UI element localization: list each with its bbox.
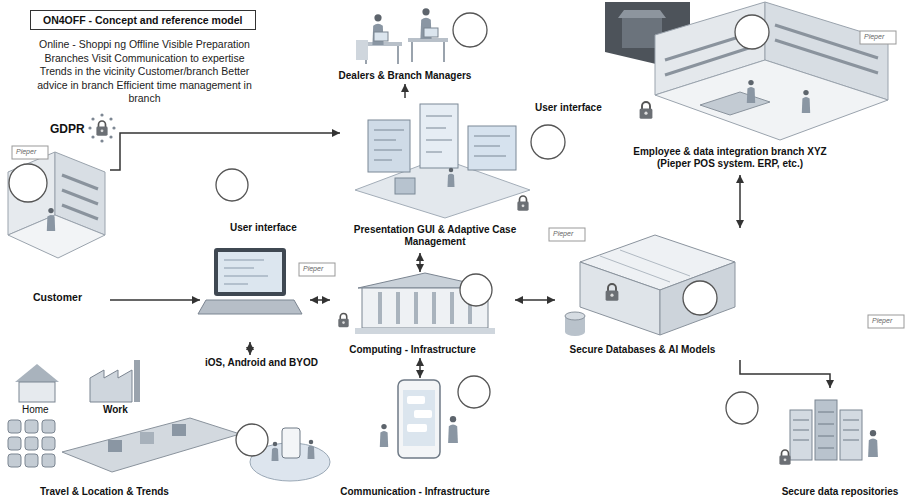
computing-figure — [338, 273, 495, 334]
component-label: iOS, Android and BYOD — [205, 357, 340, 369]
callout-circle — [9, 13, 769, 456]
home-work-icons — [15, 360, 140, 402]
connector-arrow — [515, 299, 555, 301]
connector-arrow — [110, 299, 200, 301]
component-node: Secure data repositories — [770, 388, 905, 500]
component-node: Secure Databases & AI Models — [555, 228, 760, 360]
laptop-figure — [198, 248, 335, 314]
component-node: User interfacePresentation GUI & Adaptiv… — [340, 98, 615, 253]
component-label: Dealers & Branch Managers — [330, 70, 480, 82]
connector-arrow — [310, 299, 330, 301]
connector-arrow — [404, 84, 406, 98]
database-figure — [565, 235, 735, 336]
card-text: Pieper — [303, 265, 323, 273]
component-node: Communication - Infrastructure — [320, 378, 510, 500]
presentation-figure — [355, 104, 585, 241]
connector-arrow — [249, 342, 251, 355]
component-label: Secure data repositories — [778, 486, 902, 498]
component-node: Travel & Location & Trends — [5, 405, 330, 500]
component-label: Presentation GUI & Adaptive Case Managem… — [350, 224, 520, 248]
component-label: Computing - Infrastructure — [330, 344, 495, 356]
icon-label: Work — [103, 404, 128, 416]
component-node: Employee & data integration branch XYZ (… — [600, 0, 895, 175]
component-label: Employee & data integration branch XYZ (… — [615, 146, 845, 170]
icon-label: Home — [22, 404, 49, 416]
card-text: Pieper — [553, 230, 573, 238]
card-text: Pieper — [16, 148, 36, 156]
component-node: Customer — [5, 145, 110, 307]
repository-figure — [779, 315, 904, 465]
component-node: User interface — [200, 222, 310, 342]
diagram-title: ON4OFF - Concept and reference model — [30, 10, 256, 30]
dealers-figure — [356, 8, 448, 64]
connector-arrow — [419, 358, 421, 378]
component-label: Communication - Infrastructure — [320, 486, 510, 498]
component-node: Dealers & Branch Managers — [330, 2, 480, 84]
icon-label: GDPR — [50, 122, 85, 136]
card-text: Pieper — [872, 317, 892, 325]
component-label: User interface — [535, 102, 615, 114]
note-text: Online - Shoppi ng Offline Visible Prepa… — [32, 38, 257, 106]
component-label: Travel & Location & Trends — [40, 486, 180, 498]
connector-arrow — [110, 133, 340, 170]
card-text: Pieper — [864, 33, 884, 41]
connector-arrow — [739, 175, 741, 228]
connector-arrow — [740, 360, 830, 388]
travel-figure — [8, 418, 330, 481]
store-figure — [605, 2, 896, 140]
component-label: User interface — [230, 222, 310, 234]
communication-figure — [380, 380, 458, 458]
customer-figure — [8, 113, 116, 258]
component-label: Customer — [33, 291, 105, 303]
connector-arrow — [419, 253, 421, 272]
component-node: Computing - Infrastructure — [330, 272, 515, 358]
component-label: Secure Databases & AI Models — [560, 344, 725, 356]
component-node: iOS, Android and BYOD — [205, 355, 340, 371]
